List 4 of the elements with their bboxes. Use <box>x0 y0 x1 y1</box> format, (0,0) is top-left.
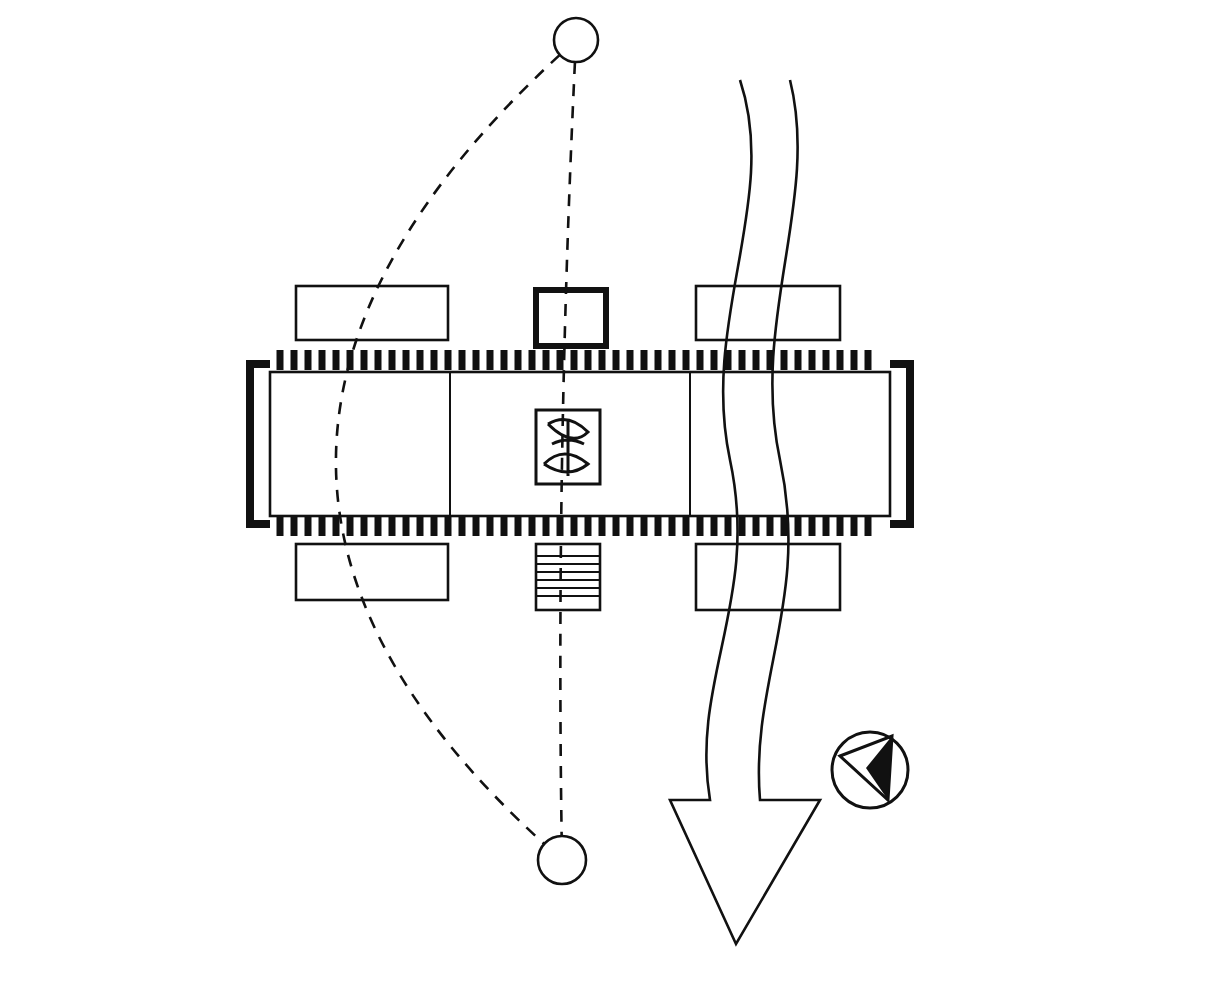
dashed-line <box>335 54 561 845</box>
circle-marker <box>536 834 588 886</box>
circle-marker <box>552 16 600 64</box>
dashed-line <box>559 61 577 836</box>
